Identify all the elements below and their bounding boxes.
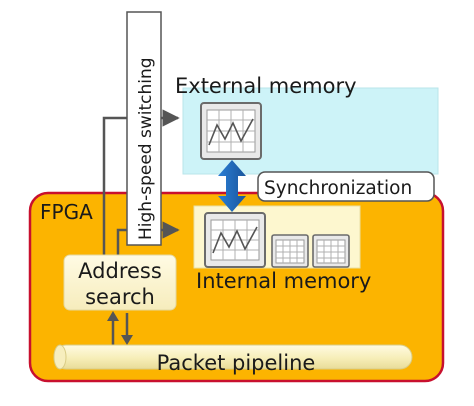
fpga-label: FPGA	[40, 200, 93, 224]
packet-pipeline-label: Packet pipeline	[157, 351, 316, 375]
address-search-label-line2: search	[85, 285, 155, 309]
address-search-label-line1: Address	[78, 259, 162, 283]
chart-grid-icon-external	[200, 102, 262, 160]
address-pipeline-arrows	[107, 311, 133, 345]
address-search-box	[63, 254, 177, 311]
packet-pipeline-bar	[53, 344, 413, 370]
synchronization-label: Synchronization	[264, 178, 412, 199]
internal-memory-label: Internal memory	[196, 269, 371, 293]
synchronization-box	[257, 171, 435, 202]
chart-grid-icon-internal-small-1	[271, 234, 309, 268]
chart-grid-icon-internal-large	[204, 212, 266, 268]
chart-grid-icon-internal-small-2	[312, 234, 350, 268]
external-memory-label: External memory	[175, 74, 357, 98]
high-speed-switching-box	[126, 11, 162, 246]
synchronization-arrow	[218, 160, 246, 212]
high-speed-switching-label: High-speed switching	[136, 57, 156, 240]
